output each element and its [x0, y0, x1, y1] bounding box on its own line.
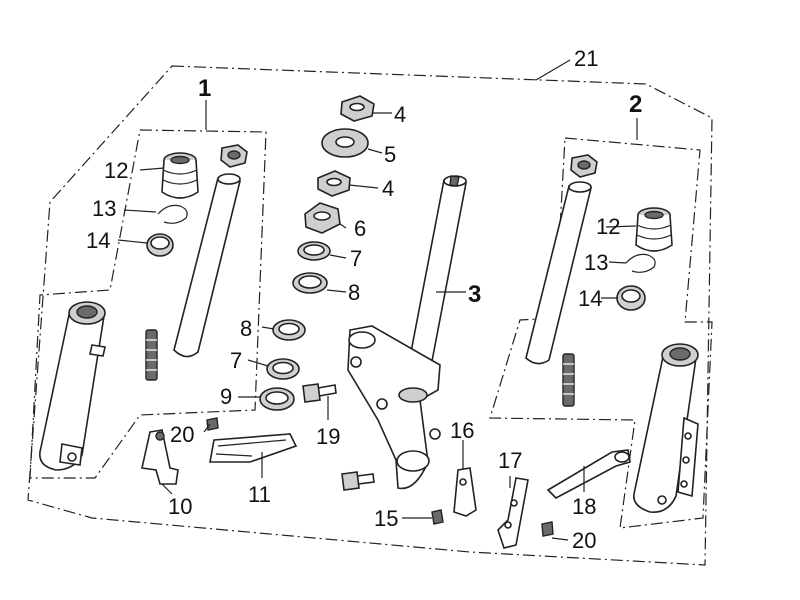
callout-19: 19: [316, 424, 340, 449]
circlip-left: [157, 204, 188, 224]
bearing-cone-8-bottom: [272, 319, 306, 341]
top-nut-4: [340, 95, 375, 122]
washer-5: [321, 128, 369, 158]
outer-slider-right: [633, 343, 699, 513]
lock-nut-4: [317, 170, 351, 197]
callout-8-top: 8: [348, 280, 360, 305]
adjust-nut-6: [304, 202, 341, 234]
bearing-race-7-bottom: [266, 358, 300, 380]
bolt-19-lower: [341, 471, 375, 491]
oil-seal-right: [616, 285, 646, 311]
callout-17: 17: [498, 448, 522, 473]
callout-13-left: 13: [92, 196, 116, 221]
right-fork-boundary-2: [489, 137, 713, 529]
circlip-right: [625, 253, 656, 273]
dust-seal-right: [635, 207, 673, 252]
fork-bolt-left: [220, 144, 248, 168]
callout-2: 2: [629, 91, 642, 118]
callout-9: 9: [220, 384, 232, 409]
bearing-race-7-top: [297, 241, 331, 261]
callout-8-lower: 8: [240, 316, 252, 341]
screw-20-right: [541, 521, 554, 537]
callout-13-right: 13: [584, 250, 608, 275]
callout-14-left: 14: [86, 228, 110, 253]
fork-bolt-right: [570, 154, 598, 178]
inner-tube-right: [525, 181, 592, 365]
spring-left: [145, 329, 158, 381]
callout-10: 10: [168, 494, 192, 519]
left-fork-boundary-1: [29, 129, 267, 479]
clip-15: [431, 509, 444, 525]
callout-14-right: 14: [578, 286, 602, 311]
bolt-19: [302, 383, 337, 403]
callout-15: 15: [374, 506, 398, 531]
hose-guide-11: [209, 433, 298, 463]
assembly-boundary-21: [27, 65, 713, 566]
callout-3: 3: [468, 281, 481, 308]
inner-tube-left: [173, 173, 241, 358]
callout-20-left: 20: [170, 422, 194, 447]
screw-20-left: [206, 417, 219, 431]
callout-18: 18: [572, 494, 596, 519]
steering-stem-3: [347, 175, 467, 490]
callout-1: 1: [198, 75, 211, 102]
bracket-16: [453, 467, 477, 517]
stay-18: [546, 449, 631, 499]
callout-21: 21: [574, 46, 598, 71]
outer-slider-left: [39, 301, 106, 471]
callout-4-lower: 4: [382, 176, 394, 201]
cable-bracket-10: [141, 429, 179, 485]
callout-12-left: 12: [104, 158, 128, 183]
callout-7-lower: 7: [230, 348, 242, 373]
leader-lines: [117, 59, 638, 541]
bracket-17: [497, 477, 529, 549]
callout-7-top: 7: [350, 246, 362, 271]
callout-6: 6: [354, 216, 366, 241]
callout-16: 16: [450, 418, 474, 443]
callout-12-right: 12: [596, 214, 620, 239]
callout-5: 5: [384, 142, 396, 167]
bearing-cone-8-top: [292, 272, 328, 294]
callout-4-top: 4: [394, 102, 406, 127]
spring-right: [562, 353, 575, 407]
dust-seal-9: [259, 387, 295, 411]
callout-11: 11: [248, 482, 271, 507]
dust-seal-left: [161, 152, 199, 199]
oil-seal-left: [146, 233, 174, 257]
callout-20-right: 20: [572, 528, 596, 553]
